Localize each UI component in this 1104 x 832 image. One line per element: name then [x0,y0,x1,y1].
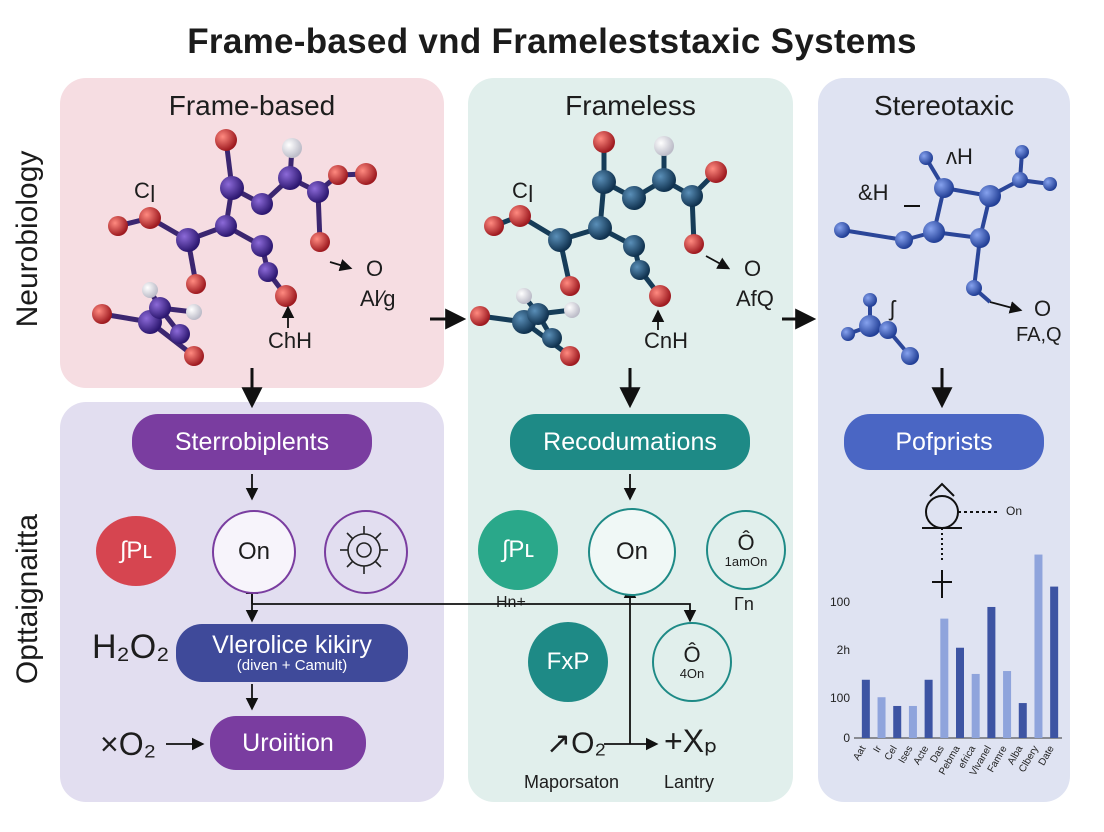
pill-vlerolice-line1: Vlerolice kikiry [212,631,372,659]
dial-glyph: Ô [737,529,755,555]
mol-b-label-right-top: O [744,256,762,281]
formula-xo2: ×O₂ [100,726,156,762]
heading-stereotaxic: Stereotaxic [873,90,1015,121]
caption-lantry: Lantry [664,772,715,792]
chart-bar [940,618,949,738]
molecule-frameless-atoms [470,131,727,366]
chart-ytick-label: 100 [830,691,850,705]
dial-glyph-2: Ô [683,641,701,667]
pill-recodumations: Recodumations [510,414,750,470]
chart-ytick-label: 2h [837,643,850,657]
mol-c-label-right-mid: FA,Q [1016,324,1062,346]
formula-xp: +Xₚ [664,723,718,759]
molecule-stereotaxic-atoms [834,145,1057,365]
chart-xtick-label: Aat [851,744,868,763]
diagram-title: Frame-based vnd Frameleststaxic Systems [187,22,917,61]
chart-bar [908,705,917,738]
chart-ytick-label: 0 [843,731,850,745]
icon-on-b: On [588,508,676,596]
mol-a-label-left: Cן [134,178,156,203]
chart-bar [861,679,870,738]
heading-frame-based: Frame-based [168,90,336,121]
chart-bar [1018,703,1027,738]
icon-integral-b-text: ∫Pʟ [501,536,535,563]
icon-on-b-text: On [615,538,648,565]
mol-a-label-right-top: O [366,256,384,281]
chart-xtick-label: Ir [872,743,885,754]
icon-integral-a-text: ∫Pʟ [119,537,153,564]
chart-bar [1003,671,1012,738]
chart-bar [987,606,996,738]
chart-xtick-label: Acte [912,744,932,767]
chart-bar [893,705,902,738]
formula-o2-b: ↗O₂ [546,727,607,760]
pill-uroiition: Uroiition [210,716,366,770]
pill-pofprists: Pofprists [844,414,1044,470]
icon-fxp-text: FxP [546,648,590,675]
mol-c-label-left: &H [858,180,889,205]
chart-bar [956,647,964,738]
chart-ytick-label: 100 [830,595,850,609]
mol-a-label-bottom: ChH [268,328,313,353]
icon-integral-a: ∫Pʟ [96,516,176,586]
dial-icon-b: Ô 1amOn [706,510,786,590]
mol-a-label-right-mid: Al⁄g [360,286,396,311]
formula-h2o2: H₂O₂ [92,628,170,666]
chart-bar [924,679,933,738]
chart-bar [971,673,980,738]
starburst-icon [324,510,408,594]
icon-fxp: FxP [528,622,608,702]
chart-xtick-label: Date [1037,744,1057,768]
mol-c-label-right-top: O [1034,296,1052,321]
pill-vlerolice-line2: (diven + Camult) [236,657,348,675]
icon-integral-b: ∫Pʟ [478,510,558,590]
link-label-hn: Hn+ [496,594,526,611]
dial-icon-b2-text: 4On [679,665,705,681]
mol-c-label-top: ʌH [946,144,973,169]
pill-sterrobiplents: Sterrobiplents [132,414,372,470]
molecule-frame-based-atoms [92,129,377,366]
mol-b-label-bottom: CnH [644,328,689,353]
mol-c-label-mid: ʃ [890,296,895,321]
chart-bar [1050,586,1059,738]
label-gamma-n: Γn [734,594,754,614]
icon-on-a: On [212,510,296,594]
mol-b-label-right-mid: AfQ [736,286,774,311]
stereotaxic-symbol [922,482,1000,598]
dial-icon-b2: Ô 4On [652,622,732,702]
dial-icon-b-text: 1amOn [724,553,768,569]
heading-frameless: Frameless [565,90,696,121]
pill-vlerolice: Vlerolice kikiry (diven + Camult) [176,624,408,682]
icon-on-a-text: On [237,538,270,565]
caption-maporsaton: Maporsaton [524,772,620,792]
dash-label-on: On [1006,504,1023,518]
chart-bar [877,697,886,738]
mol-b-label-left: Cן [512,178,534,203]
chart-bar [1034,554,1043,738]
